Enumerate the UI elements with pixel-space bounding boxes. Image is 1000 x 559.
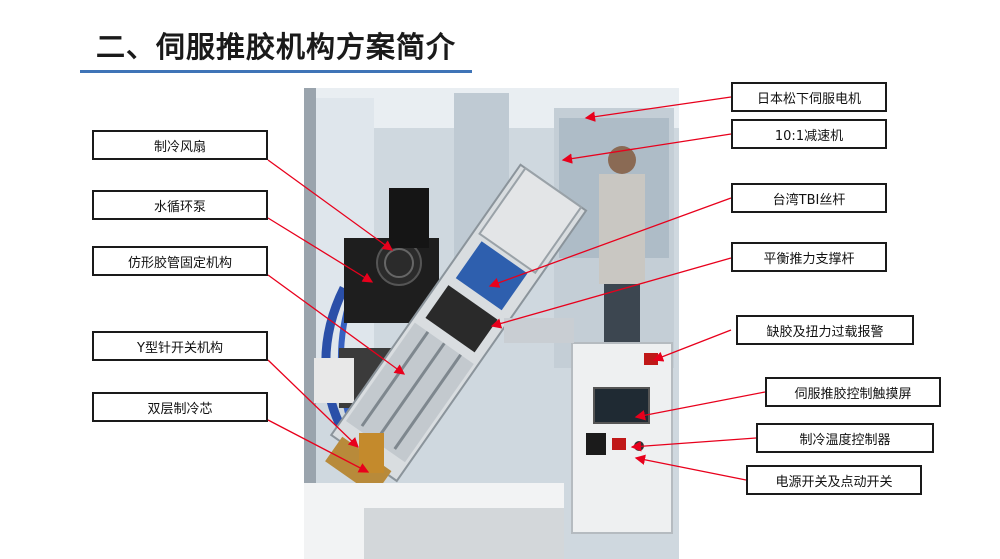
- label-y-needle-switch: Y型针开关机构: [92, 331, 268, 361]
- label-double-cooling-core: 双层制冷芯: [92, 392, 268, 422]
- label-reducer: 10:1减速机: [731, 119, 887, 149]
- label-servo-motor: 日本松下伺服电机: [731, 82, 887, 112]
- label-hose-fixture: 仿形胶管固定机构: [92, 246, 268, 276]
- machine-photo: [304, 88, 679, 559]
- label-power-switch: 电源开关及点动开关: [746, 465, 922, 495]
- label-overload-alarm: 缺胶及扭力过载报警: [736, 315, 914, 345]
- label-support-rod: 平衡推力支撑杆: [731, 242, 887, 272]
- label-cooling-fan: 制冷风扇: [92, 130, 268, 160]
- label-ball-screw: 台湾TBI丝杆: [731, 183, 887, 213]
- label-temp-controller: 制冷温度控制器: [756, 423, 934, 453]
- title-underline: [80, 70, 472, 73]
- label-water-pump: 水循环泵: [92, 190, 268, 220]
- label-touchscreen: 伺服推胶控制触摸屏: [765, 377, 941, 407]
- page-title: 二、伺服推胶机构方案简介: [96, 30, 457, 64]
